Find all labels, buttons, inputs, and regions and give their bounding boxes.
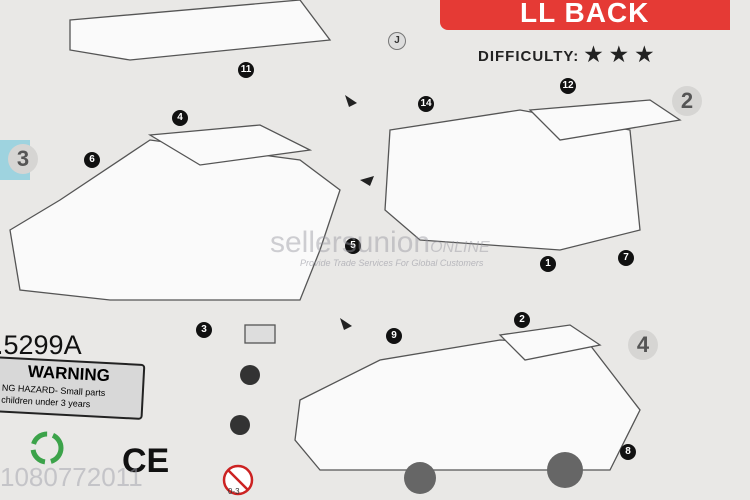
part-badge: 5 — [345, 238, 361, 254]
step-number-3: 3 — [8, 144, 38, 174]
warning-box: WARNING NG HAZARD- Small parts children … — [0, 356, 146, 420]
car-step4-body — [294, 339, 641, 471]
car-step3-body — [9, 139, 341, 301]
arrow-icon — [340, 318, 352, 330]
part-badge: 4 — [172, 110, 188, 126]
wheel-icon — [240, 365, 260, 385]
watermark-tagline: Provide Trade Services For Global Custom… — [300, 258, 484, 268]
car-step2-top — [528, 99, 682, 141]
car-step3-roof — [147, 124, 313, 166]
arrow-icon — [345, 95, 357, 107]
arrow-icon — [360, 176, 374, 186]
watermark-brand: sellersunionONLINE — [270, 226, 490, 259]
star-icons: ★ ★ ★ — [584, 44, 655, 66]
part-badge: 8 — [620, 444, 636, 460]
model-number: .5299A — [0, 330, 82, 360]
step-number-2: 2 — [672, 86, 702, 116]
hammer-icon — [244, 324, 276, 344]
part-badge: 9 — [386, 328, 402, 344]
part-badge: 6 — [84, 152, 100, 168]
part-badge: 1 — [540, 256, 556, 272]
age-label: 0-3 — [228, 487, 240, 496]
part-badge: 3 — [196, 322, 212, 338]
title-banner: LL BACK — [440, 0, 730, 30]
watermark-id: 1080772011 — [0, 462, 143, 492]
car-part-top — [69, 0, 332, 61]
age-warning-icon — [222, 464, 254, 496]
part-badge: 14 — [418, 96, 434, 112]
part-badge: 11 — [238, 62, 254, 78]
car-step4-roof — [498, 324, 602, 361]
difficulty-label: DIFFICULTY: ★ ★ ★ — [478, 44, 655, 66]
ce-mark: CE — [122, 442, 169, 480]
part-badge: J — [388, 32, 406, 50]
part-badge: 2 — [514, 312, 530, 328]
step-number-4: 4 — [628, 330, 658, 360]
part-badge: 7 — [618, 250, 634, 266]
warning-title: WARNING — [27, 361, 111, 386]
warning-line: children under 3 years — [1, 394, 91, 410]
recycle-icon — [30, 431, 64, 465]
part-badge: 12 — [560, 78, 576, 94]
